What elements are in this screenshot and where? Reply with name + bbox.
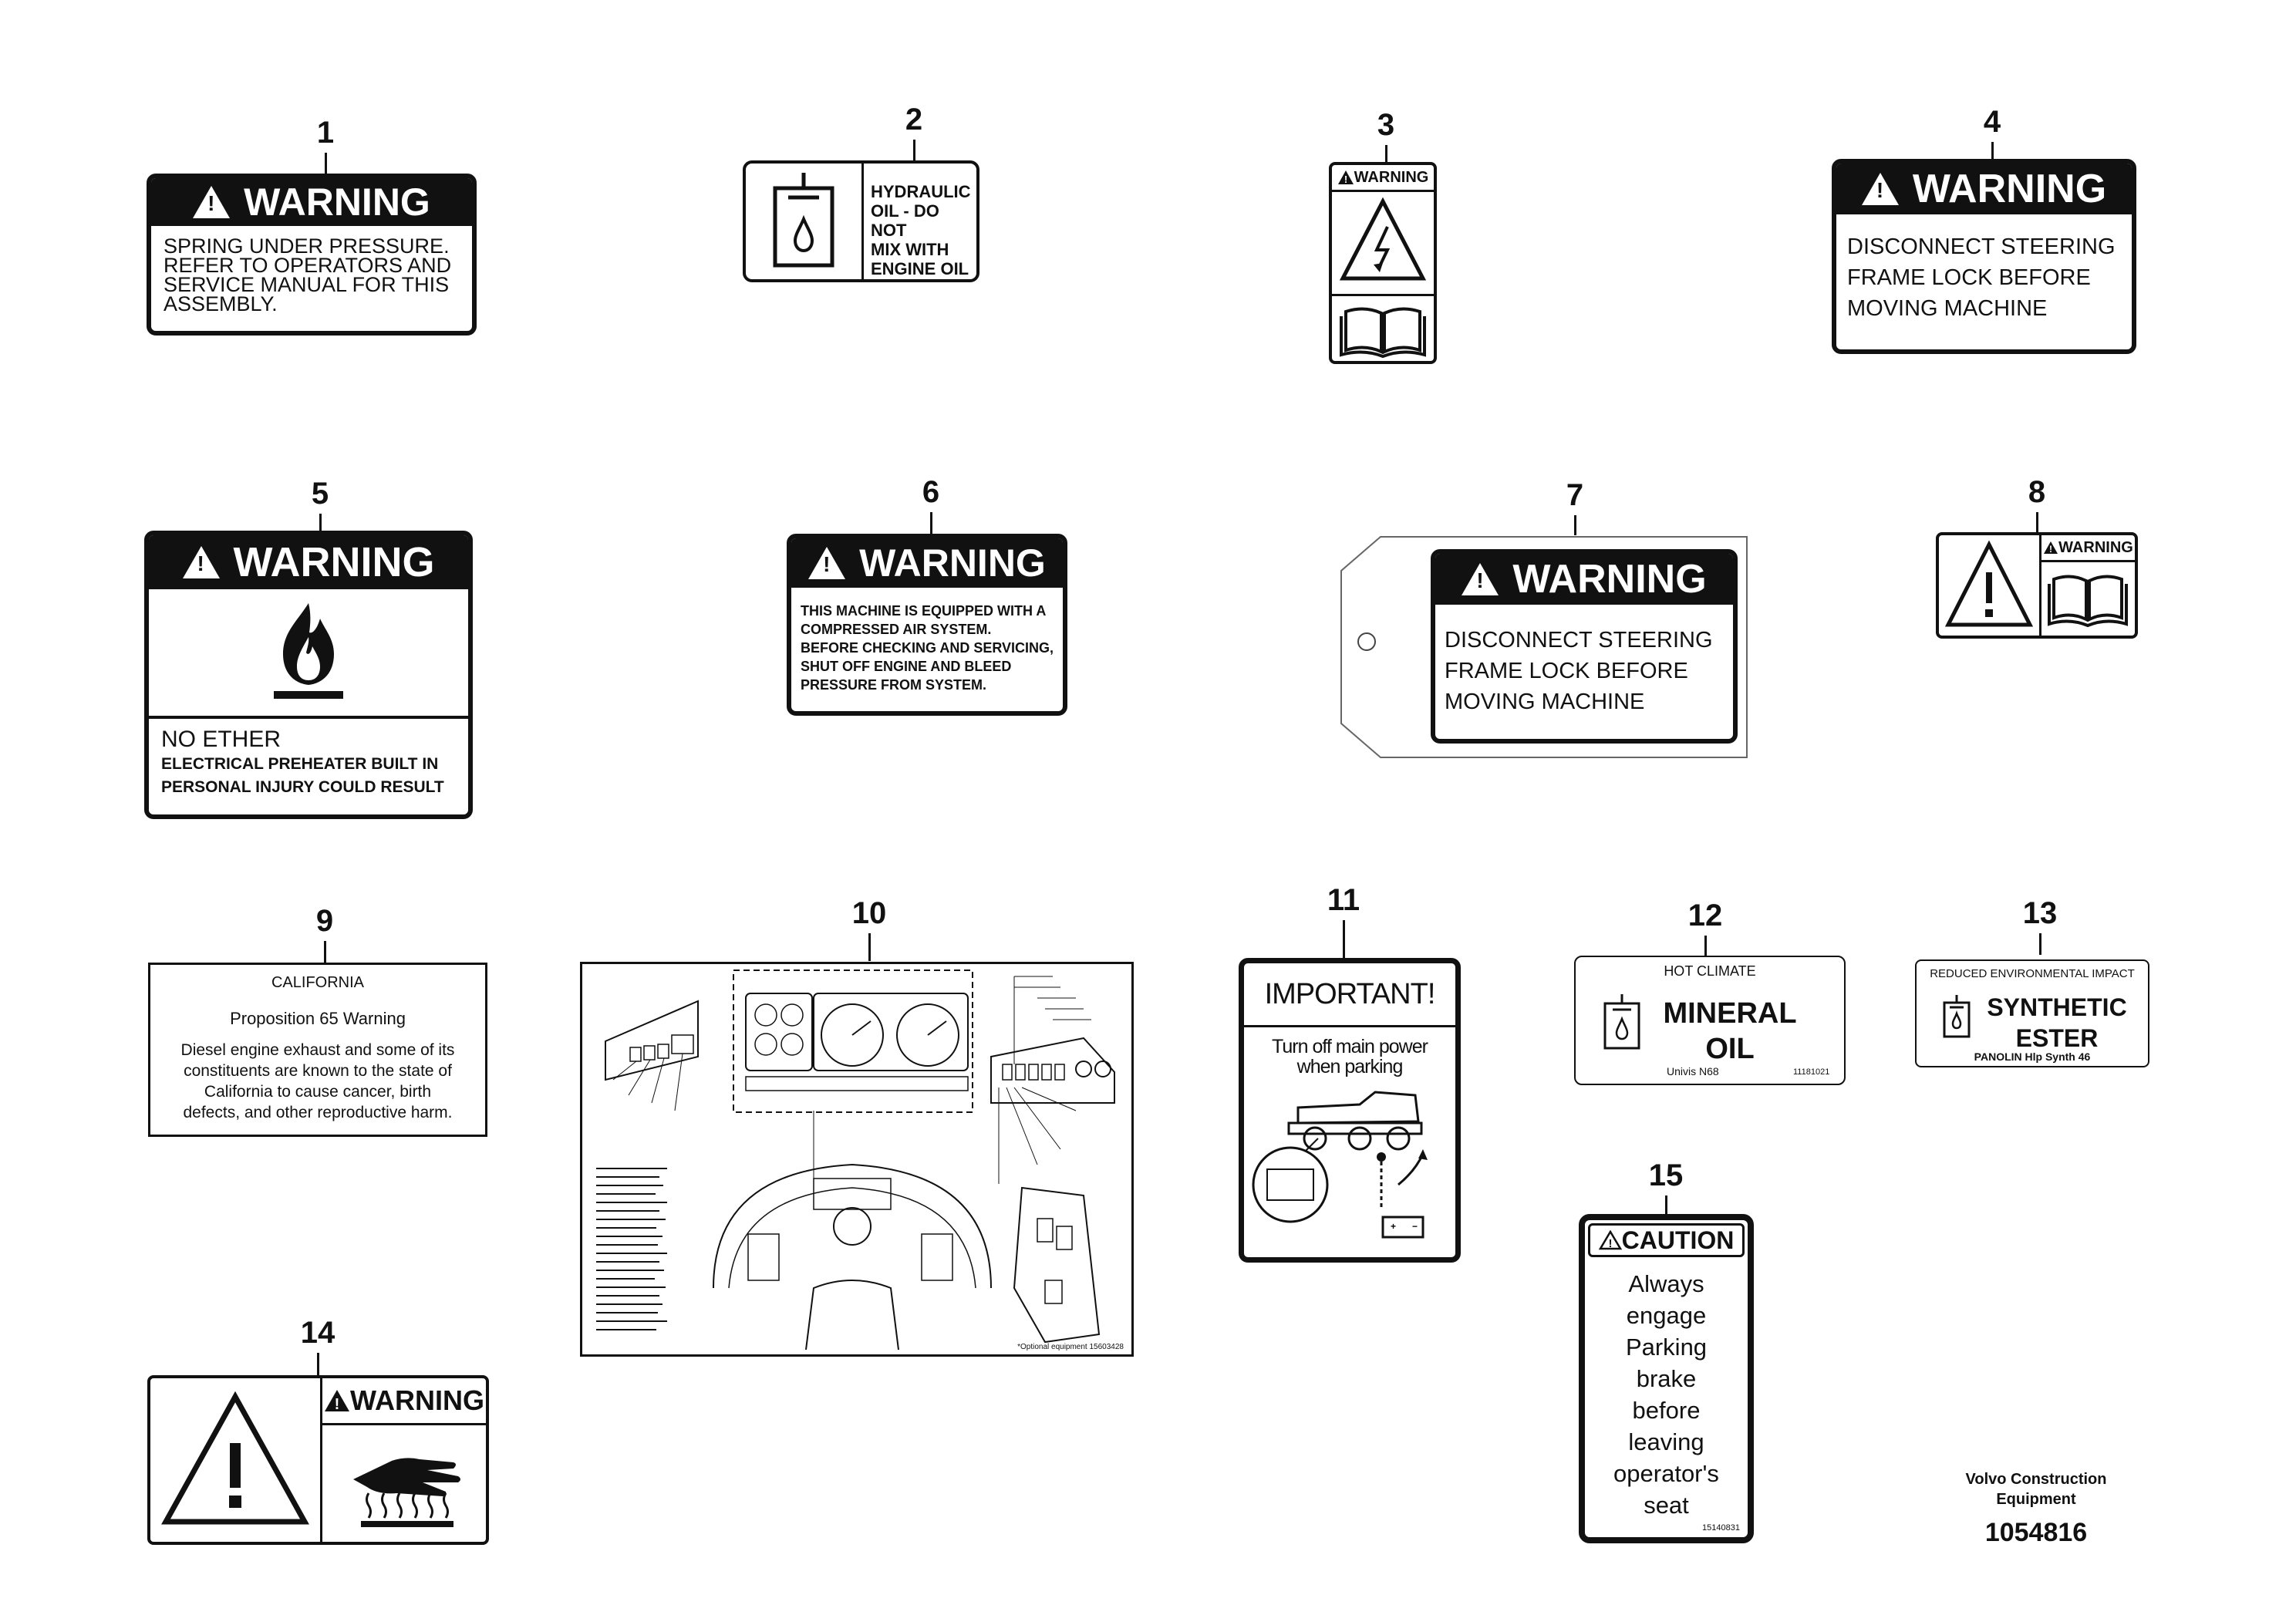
item-number-13: 13: [2022, 896, 2058, 930]
leader-line: [1343, 920, 1345, 960]
drawing-number: 1054816: [1984, 1518, 2088, 1547]
item-number-6: 6: [922, 475, 940, 509]
warning-triangle-icon: !: [182, 546, 220, 578]
warning-triangle-icon: [150, 1378, 322, 1542]
hot-surface-hand-icon: [322, 1425, 486, 1541]
decal-6-compressed-air-warning: ! WARNING THIS MACHINE IS EQUIPPED WITH …: [787, 534, 1067, 716]
decal-text: Diesel engine exhaust and some of its co…: [180, 1041, 455, 1121]
decal-text: DISCONNECT STEERING FRAME LOCK BEFORE MO…: [1445, 628, 1713, 714]
important-header: IMPORTANT!: [1244, 963, 1455, 1027]
leader-line: [1574, 515, 1576, 535]
svg-text:+: +: [1391, 1221, 1396, 1232]
item-number-7: 7: [1566, 478, 1584, 512]
tag-hole: [1357, 632, 1376, 651]
svg-text:−: −: [1412, 1221, 1418, 1232]
leader-line: [2039, 933, 2041, 955]
leader-line: [1665, 1195, 1667, 1216]
dashboard-illustration: [596, 969, 1115, 1351]
leader-line: [317, 1353, 319, 1378]
decal-text: SPRING UNDER PRESSURE. REFER TO OPERATOR…: [164, 234, 452, 315]
item-number-5: 5: [311, 477, 329, 511]
oil-type: MINERAL OIL: [1663, 997, 1797, 1065]
warning-header: ! WARNING: [149, 535, 468, 589]
decal-1-spring-warning: ! WARNING SPRING UNDER PRESSURE. REFER T…: [147, 174, 477, 336]
decal-7-steering-lock-warning: ! WARNING DISCONNECT STEERING FRAME LOCK…: [1431, 549, 1738, 744]
decal-5-no-ether-warning: ! WARNING NO ETHER ELECTRICAL PREHEATER …: [144, 531, 473, 819]
leader-line: [324, 941, 326, 963]
decal-9-california-prop65: CALIFORNIA Proposition 65 Warning Diesel…: [148, 963, 487, 1137]
leader-line: [325, 153, 327, 176]
decal-text: THIS MACHINE IS EQUIPPED WITH A COMPRESS…: [801, 603, 1054, 693]
manual-book-icon: [2041, 562, 2135, 636]
leader-line: [868, 933, 871, 961]
decal-3-electrical-warning: ! WARNING: [1329, 162, 1437, 364]
svg-text:!: !: [335, 1396, 340, 1412]
warning-header: ! WARNING: [1836, 164, 2132, 214]
warning-header: ! WARNING: [2041, 535, 2135, 562]
item-number-11: 11: [1327, 883, 1360, 917]
item-number-9: 9: [315, 904, 334, 938]
caution-triangle-icon: !: [1598, 1230, 1622, 1250]
item-number-15: 15: [1648, 1158, 1684, 1192]
warning-header: ! WARNING: [151, 178, 472, 226]
diagram-footnote: *Optional equipment 15603428: [1017, 1343, 1124, 1351]
oil-container-icon: [746, 164, 864, 279]
decal-14-hot-surface-warning: ! WARNING: [147, 1375, 489, 1545]
decal-12-mineral-oil: HOT CLIMATE MINERAL OIL Univis N68 11181…: [1574, 956, 1846, 1085]
item-number-1: 1: [316, 116, 335, 150]
warning-triangle-icon: !: [2044, 541, 2058, 555]
decal-4-steering-lock-warning: ! WARNING DISCONNECT STEERING FRAME LOCK…: [1832, 159, 2136, 354]
item-number-8: 8: [2028, 475, 2046, 509]
oil-container-icon: [1599, 993, 1645, 1054]
item-number-3: 3: [1377, 108, 1395, 142]
warning-triangle-icon: !: [1337, 170, 1354, 185]
warning-triangle-icon: [1939, 535, 2041, 636]
oil-type: SYNTHETIC ESTER: [1987, 993, 2127, 1052]
company-name: Volvo Construction Equipment: [1965, 1471, 2107, 1508]
decal-text: NO ETHER ELECTRICAL PREHEATER BUILT IN P…: [149, 716, 468, 799]
decal-8-read-manual-warning: ! WARNING: [1936, 532, 2138, 639]
warning-triangle-icon: !: [1462, 563, 1499, 595]
warning-header: ! WARNING: [791, 538, 1063, 588]
svg-text:!: !: [1344, 174, 1347, 185]
decal-13-synthetic-ester: REDUCED ENVIRONMENTAL IMPACT SYNTHETIC E…: [1915, 959, 2149, 1067]
svg-text:!: !: [1608, 1237, 1612, 1250]
warning-triangle-icon: !: [325, 1390, 349, 1412]
electric-shock-icon: [1332, 192, 1434, 296]
leader-line: [1991, 142, 1994, 160]
manual-book-icon: [1332, 296, 1434, 361]
hauler-battery-switch-icon: + −: [1252, 1091, 1428, 1239]
caution-header: ! CAUTION: [1588, 1223, 1745, 1257]
item-number-2: 2: [905, 103, 923, 137]
warning-triangle-icon: !: [808, 547, 846, 579]
decal-10-instrument-panel-diagram: *Optional equipment 15603428: [580, 962, 1134, 1357]
decal-text: DISCONNECT STEERING FRAME LOCK BEFORE MO…: [1847, 234, 2116, 321]
item-number-12: 12: [1687, 899, 1723, 932]
warning-triangle-icon: !: [1861, 173, 1899, 205]
svg-text:!: !: [2049, 544, 2052, 555]
warning-header: ! WARNING: [322, 1378, 486, 1425]
leader-line: [913, 140, 915, 163]
leader-line: [930, 512, 932, 535]
item-number-10: 10: [851, 896, 887, 930]
leader-line: [2036, 512, 2038, 534]
item-number-14: 14: [300, 1316, 335, 1350]
warning-triangle-icon: !: [193, 186, 231, 218]
leader-line: [1704, 936, 1707, 956]
decal-15-parking-brake-caution: ! CAUTION Always engage Parking brake be…: [1579, 1214, 1754, 1543]
oil-container-icon: [1940, 993, 1974, 1041]
item-number-4: 4: [1983, 105, 2001, 139]
decal-2-hydraulic-oil: HYDRAULIC OIL - DO NOT MIX WITH ENGINE O…: [743, 160, 979, 282]
decal-text: HYDRAULIC OIL - DO NOT MIX WITH ENGINE O…: [871, 182, 971, 278]
decal-11-important-main-power: IMPORTANT! Turn off main power when park…: [1239, 958, 1461, 1263]
leader-line: [1385, 145, 1387, 162]
decal-text: Turn off main power when parking: [1272, 1036, 1428, 1077]
warning-header: ! WARNING: [1332, 165, 1434, 192]
warning-header: ! WARNING: [1435, 554, 1733, 605]
leader-line: [319, 514, 322, 534]
decal-text: Always engage Parking brake before leavi…: [1613, 1270, 1719, 1519]
flame-icon: [149, 589, 468, 716]
